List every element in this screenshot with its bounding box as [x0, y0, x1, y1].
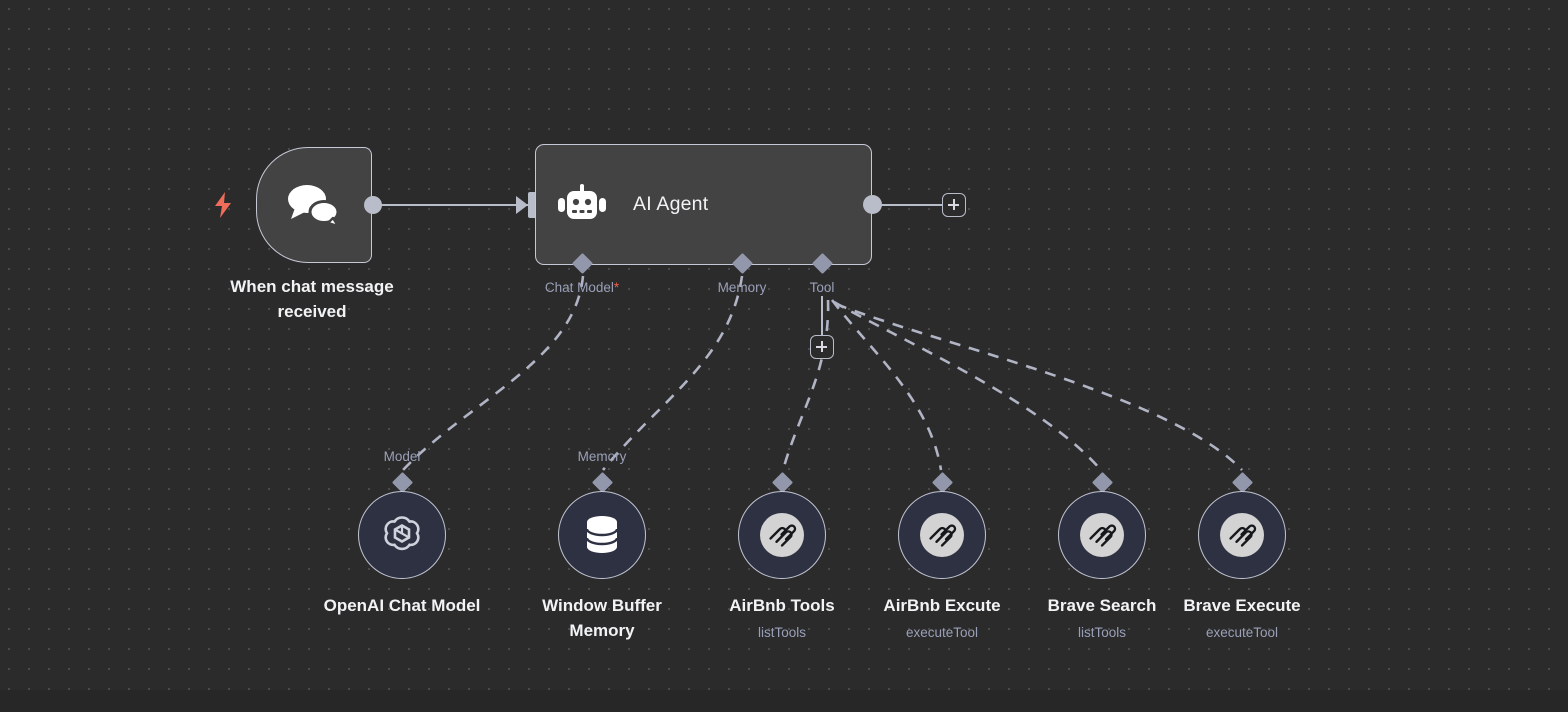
lightning-bolt-icon	[212, 192, 234, 218]
node-when-chat-message-received[interactable]	[256, 147, 372, 263]
node-brave-execute[interactable]	[1198, 491, 1286, 579]
node-openai-chat-model[interactable]	[358, 491, 446, 579]
mcp-icon	[760, 513, 804, 557]
node-sublabel-airbnb-excute: executeTool	[905, 625, 979, 640]
subnode-port-brave-search[interactable]	[1091, 471, 1114, 494]
node-ai-agent[interactable]: AI Agent	[535, 144, 872, 265]
required-asterisk-icon: *	[613, 280, 620, 295]
node-window-buffer-memory[interactable]	[558, 491, 646, 579]
mcp-icon	[1220, 513, 1264, 557]
node-title-ai-agent: AI Agent	[633, 193, 709, 215]
database-icon	[585, 516, 619, 553]
mcp-icon	[920, 513, 964, 557]
edge-memory-to-windowbuffer	[601, 275, 744, 471]
node-label-window-buffer-memory: Window Buffer Memory	[542, 596, 662, 640]
robot-icon	[558, 183, 606, 219]
port-label-chat-model-text: Chat Model	[544, 280, 614, 295]
port-label-tool: Tool	[809, 280, 835, 295]
node-label-when-chat-message-received: When chat message received	[227, 274, 397, 324]
node-label-airbnb-tools: AirBnb Tools	[729, 596, 835, 615]
edge-tool-to-airbnb-excute	[830, 299, 943, 471]
node-label-airbnb-excute: AirBnb Excute	[883, 596, 1001, 615]
edge-tool-to-airbnb-tools	[781, 299, 830, 471]
node-sublabel-airbnb-tools: listTools	[757, 625, 807, 640]
trigger-label-line2: received	[277, 302, 347, 321]
port-label-chat-model: Chat Model*	[545, 280, 619, 295]
subnode-port-airbnb-tools[interactable]	[771, 471, 794, 494]
edge-chatmodel-to-openai	[402, 275, 585, 471]
add-node-button-tool[interactable]	[810, 335, 834, 359]
node-airbnb-tools[interactable]	[738, 491, 826, 579]
add-node-button-output[interactable]	[942, 193, 966, 217]
canvas-bottom-strip	[0, 690, 1568, 712]
edge-tool-to-brave-execute	[835, 302, 1243, 471]
agent-input-arrow-icon	[516, 196, 528, 214]
subnode-port-brave-execute[interactable]	[1231, 471, 1254, 494]
node-label-brave-search: Brave Search	[1047, 596, 1157, 615]
trigger-label-line1: When chat message	[230, 277, 394, 296]
node-label-brave-execute: Brave Execute	[1183, 596, 1301, 615]
connection-label-model: Model	[383, 449, 421, 464]
connection-label-memory: Memory	[577, 449, 627, 464]
trigger-output-port[interactable]	[364, 196, 382, 214]
node-airbnb-excute[interactable]	[898, 491, 986, 579]
subnode-port-airbnb-excute[interactable]	[931, 471, 954, 494]
node-label-openai-chat-model: OpenAI Chat Model	[323, 596, 481, 615]
openai-logo-icon	[384, 516, 420, 551]
agent-output-port[interactable]	[863, 195, 882, 214]
mcp-icon	[1080, 513, 1124, 557]
subnode-port-openai-chat-model[interactable]	[391, 471, 414, 494]
port-label-memory: Memory	[717, 280, 767, 295]
edge-tool-to-brave-search	[833, 300, 1102, 471]
node-brave-search[interactable]	[1058, 491, 1146, 579]
subnode-port-window-buffer-memory[interactable]	[591, 471, 614, 494]
node-sublabel-brave-search: listTools	[1077, 625, 1127, 640]
chat-bubbles-icon	[288, 185, 340, 228]
node-sublabel-brave-execute: executeTool	[1205, 625, 1279, 640]
